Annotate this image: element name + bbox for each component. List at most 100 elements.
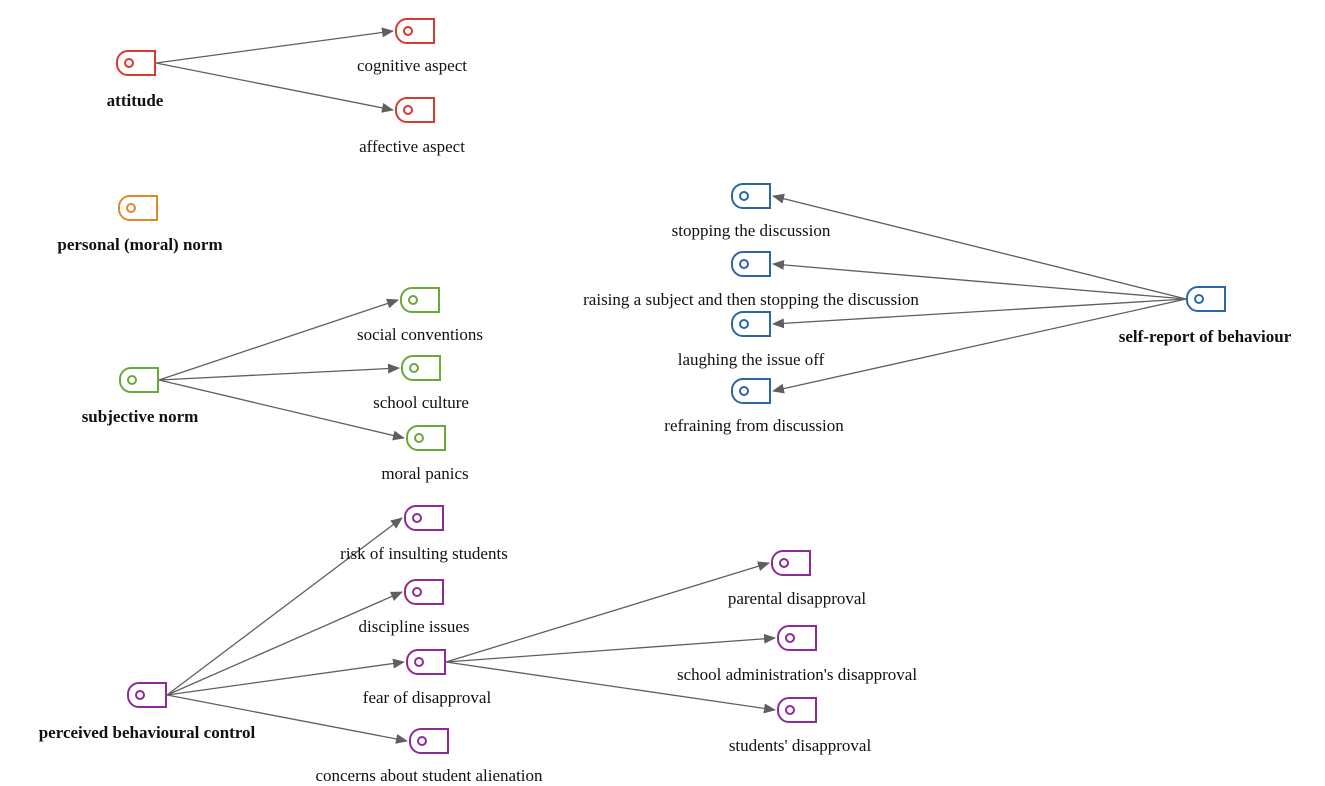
node-label-discipline: discipline issues	[359, 617, 470, 636]
node-label-raising: raising a subject and then stopping the …	[583, 290, 919, 309]
tag-icon-body	[771, 550, 811, 576]
tag-icon-body	[406, 649, 446, 675]
tag-icon-body	[404, 579, 444, 605]
tag-icon	[119, 367, 159, 393]
tag-icon	[116, 50, 156, 76]
tag-icon-body	[731, 378, 771, 404]
tag-icon	[118, 195, 158, 221]
tag-icon-hole	[412, 513, 422, 523]
node-label-social-conventions: social conventions	[357, 325, 483, 344]
tag-icon	[1186, 286, 1226, 312]
node-label-fear: fear of disapproval	[363, 688, 492, 707]
tag-icon-body	[127, 682, 167, 708]
edge-pbc-to-fear	[166, 658, 405, 696]
node-risk[interactable]: risk of insulting students	[340, 505, 508, 563]
node-label-moral-panics: moral panics	[381, 464, 468, 483]
tag-icon	[401, 355, 441, 381]
tag-icon	[404, 579, 444, 605]
node-refraining[interactable]: refraining from discussion	[664, 378, 844, 435]
node-alienation[interactable]: concerns about student alienation	[315, 728, 543, 785]
node-stopping[interactable]: stopping the discussion	[672, 183, 831, 240]
tag-icon-body	[119, 367, 159, 393]
tag-icon-body	[1186, 286, 1226, 312]
tag-icon	[127, 682, 167, 708]
node-fear[interactable]: fear of disapproval	[363, 649, 492, 707]
node-label-cognitive: cognitive aspect	[357, 56, 467, 75]
tag-icon-body	[118, 195, 158, 221]
node-personal-norm[interactable]: personal (moral) norm	[57, 195, 223, 254]
edge-pbc-to-discipline	[166, 591, 403, 696]
node-label-stopping: stopping the discussion	[672, 221, 831, 240]
node-label-personal-norm: personal (moral) norm	[57, 235, 222, 254]
node-label-students-disapproval: students' disapproval	[729, 736, 872, 755]
tag-icon-hole	[739, 259, 749, 269]
tag-icon-body	[777, 697, 817, 723]
node-label-affective: affective aspect	[359, 137, 465, 156]
node-administration[interactable]: school administration's disapproval	[677, 625, 917, 684]
edge-attitude-to-cognitive	[155, 27, 394, 64]
tag-icon-hole	[409, 363, 419, 373]
node-raising[interactable]: raising a subject and then stopping the …	[583, 251, 919, 309]
tag-icon	[395, 18, 435, 44]
tag-icon	[731, 251, 771, 277]
tag-icon	[731, 378, 771, 404]
node-cognitive[interactable]: cognitive aspect	[357, 18, 467, 75]
node-moral-panics[interactable]: moral panics	[381, 425, 469, 483]
tag-icon-body	[395, 97, 435, 123]
tag-icon-body	[731, 183, 771, 209]
node-label-subjective-norm: subjective norm	[82, 407, 199, 426]
tag-icon-body	[116, 50, 156, 76]
tag-icon-hole	[403, 105, 413, 115]
node-label-risk: risk of insulting students	[340, 544, 508, 563]
edge-subjective-norm-to-social-conventions	[158, 298, 399, 381]
node-self-report[interactable]: self-report of behaviour	[1119, 286, 1292, 346]
nodes-layer: attitude cognitive aspect affective aspect…	[39, 18, 1292, 785]
tag-icon-hole	[135, 690, 145, 700]
tag-icon-hole	[739, 386, 749, 396]
tag-icon-hole	[739, 191, 749, 201]
tag-icon-hole	[412, 587, 422, 597]
tag-icon-body	[400, 287, 440, 313]
edge-attitude-to-affective	[155, 62, 394, 113]
tag-icon-hole	[127, 375, 137, 385]
tag-icon	[395, 97, 435, 123]
node-subjective-norm[interactable]: subjective norm	[82, 367, 199, 426]
tag-icon	[400, 287, 440, 313]
tag-icon-hole	[408, 295, 418, 305]
edge-self-report-to-stopping	[772, 193, 1187, 300]
edge-subjective-norm-to-moral-panics	[158, 379, 405, 441]
node-school-culture[interactable]: school culture	[373, 355, 469, 412]
tag-icon	[406, 425, 446, 451]
edge-self-report-to-refraining	[772, 298, 1187, 394]
tag-icon	[777, 697, 817, 723]
node-label-school-culture: school culture	[373, 393, 469, 412]
node-label-alienation: concerns about student alienation	[315, 766, 543, 785]
node-label-laughing: laughing the issue off	[678, 350, 825, 369]
node-label-refraining: refraining from discussion	[664, 416, 844, 435]
tag-icon-hole	[126, 203, 136, 213]
edge-fear-to-students-disapproval	[445, 661, 776, 714]
node-label-pbc: perceived behavioural control	[39, 723, 256, 742]
tag-icon-hole	[779, 558, 789, 568]
edge-self-report-to-raising	[772, 259, 1187, 300]
node-label-attitude: attitude	[107, 91, 164, 110]
node-pbc[interactable]: perceived behavioural control	[39, 682, 256, 742]
node-parental[interactable]: parental disapproval	[728, 550, 867, 608]
node-discipline[interactable]: discipline issues	[359, 579, 470, 636]
node-affective[interactable]: affective aspect	[359, 97, 465, 156]
tag-icon-body	[731, 311, 771, 337]
edge-fear-to-administration	[445, 633, 776, 663]
node-social-conventions[interactable]: social conventions	[357, 287, 483, 344]
edge-pbc-to-risk	[166, 517, 403, 696]
tag-icon-body	[409, 728, 449, 754]
tag-icon	[771, 550, 811, 576]
edge-pbc-to-alienation	[166, 694, 408, 744]
edge-subjective-norm-to-school-culture	[158, 363, 400, 381]
tag-icon-hole	[785, 633, 795, 643]
node-attitude[interactable]: attitude	[107, 50, 164, 110]
edges-layer	[155, 27, 1187, 744]
tag-icon	[404, 505, 444, 531]
tag-icon	[409, 728, 449, 754]
node-students-disapproval[interactable]: students' disapproval	[729, 697, 872, 755]
node-laughing[interactable]: laughing the issue off	[678, 311, 825, 369]
